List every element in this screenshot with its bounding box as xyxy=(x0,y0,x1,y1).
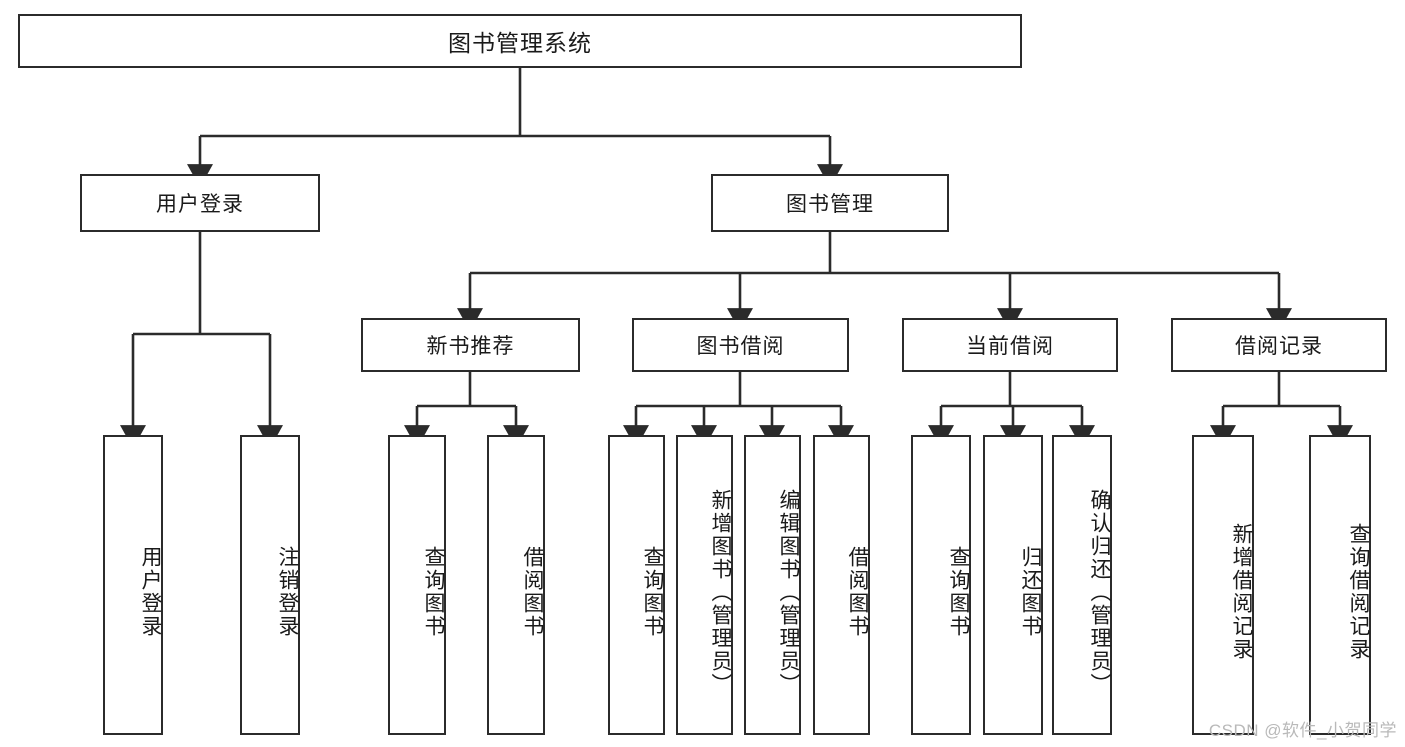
node-label: 借阅图书 xyxy=(846,546,869,638)
node-leaf-confirm-return[interactable]: 确认归还（管理员） xyxy=(1052,435,1112,735)
node-label: 图书管理 xyxy=(786,193,874,216)
node-user-login[interactable]: 用户登录 xyxy=(80,174,320,232)
node-leaf-user-login[interactable]: 用户登录 xyxy=(103,435,163,735)
node-leaf-borrow-book-1[interactable]: 借阅图书 xyxy=(487,435,545,735)
node-label: 查询图书 xyxy=(641,546,664,638)
node-label: 归还图书 xyxy=(1019,546,1042,638)
node-label: 查询图书 xyxy=(947,546,970,638)
node-leaf-query-record[interactable]: 查询借阅记录 xyxy=(1309,435,1371,735)
node-leaf-query-book-1[interactable]: 查询图书 xyxy=(388,435,446,735)
node-leaf-edit-book[interactable]: 编辑图书（管理员） xyxy=(744,435,801,735)
node-label: 注销登录 xyxy=(276,546,299,638)
node-label: 新书推荐 xyxy=(426,335,515,358)
node-label: 新增借阅记录 xyxy=(1230,523,1253,661)
node-label: 用户登录 xyxy=(156,193,244,216)
node-label: 确认归还（管理员） xyxy=(1088,488,1111,696)
node-label: 借阅记录 xyxy=(1235,335,1323,358)
node-leaf-query-book-2[interactable]: 查询图书 xyxy=(608,435,665,735)
node-label: 查询借阅记录 xyxy=(1347,523,1370,661)
node-leaf-query-book-3[interactable]: 查询图书 xyxy=(911,435,971,735)
watermark-text: CSDN @软件_小贺同学 xyxy=(1208,721,1397,740)
node-label: 图书借阅 xyxy=(696,335,785,358)
node-label: 编辑图书（管理员） xyxy=(777,488,800,696)
node-book-manage[interactable]: 图书管理 xyxy=(711,174,949,232)
node-label: 图书管理系统 xyxy=(448,30,592,56)
node-current-borrow[interactable]: 当前借阅 xyxy=(902,318,1118,372)
node-label: 当前借阅 xyxy=(966,335,1054,358)
node-book-borrow[interactable]: 图书借阅 xyxy=(632,318,849,372)
node-leaf-logout[interactable]: 注销登录 xyxy=(240,435,300,735)
node-leaf-borrow-book-2[interactable]: 借阅图书 xyxy=(813,435,870,735)
node-borrow-record[interactable]: 借阅记录 xyxy=(1171,318,1387,372)
node-root-system[interactable]: 图书管理系统 xyxy=(18,14,1022,68)
node-label: 新增图书（管理员） xyxy=(709,488,732,696)
node-label: 借阅图书 xyxy=(521,546,544,638)
node-leaf-add-book[interactable]: 新增图书（管理员） xyxy=(676,435,733,735)
node-label: 查询图书 xyxy=(422,546,445,638)
node-label: 用户登录 xyxy=(139,546,162,638)
node-leaf-return-book[interactable]: 归还图书 xyxy=(983,435,1043,735)
node-leaf-add-record[interactable]: 新增借阅记录 xyxy=(1192,435,1254,735)
node-new-book-rec[interactable]: 新书推荐 xyxy=(361,318,580,372)
